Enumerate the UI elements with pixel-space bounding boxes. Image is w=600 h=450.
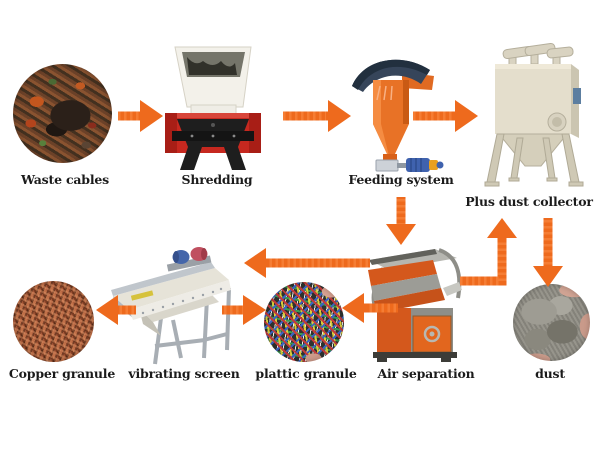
waste-cables-photo xyxy=(13,64,112,163)
waste-cables-label: Waste cables xyxy=(21,172,109,187)
cyclone-feeder-illustration xyxy=(350,50,445,172)
copper-granule-photo xyxy=(13,281,94,362)
feeding-system-label: Feeding system xyxy=(348,172,454,187)
vibrating-screen-label: vibrating screen xyxy=(128,366,240,381)
arrow-air-separation-up-to-collector xyxy=(460,218,517,286)
plattic-granule-label: plattic granule xyxy=(255,366,357,381)
arrow-air-separation-to-vibrating-screen xyxy=(244,248,370,278)
arrow-feeding-down-to-air-separation xyxy=(386,197,416,245)
arrow-shredding-to-feeding xyxy=(283,100,351,132)
arrow-collector-down-to-dust xyxy=(533,218,563,287)
dust-photo xyxy=(513,284,590,361)
copper-granule-label: Copper granule xyxy=(8,366,116,381)
shredder-machine-illustration xyxy=(162,45,264,170)
plastic-granule-photo xyxy=(264,282,344,362)
arrow-waste-to-shredding xyxy=(118,100,163,132)
air-separator-illustration xyxy=(363,246,467,362)
dust-collector-illustration xyxy=(483,42,588,192)
vibrating-screen-illustration xyxy=(103,246,240,366)
dust-label: dust xyxy=(535,366,565,381)
plus-dust-collector-label: Plus dust collector xyxy=(465,194,593,209)
air-separation-label: Air separation xyxy=(377,366,475,381)
shredding-label: Shredding xyxy=(181,172,253,187)
